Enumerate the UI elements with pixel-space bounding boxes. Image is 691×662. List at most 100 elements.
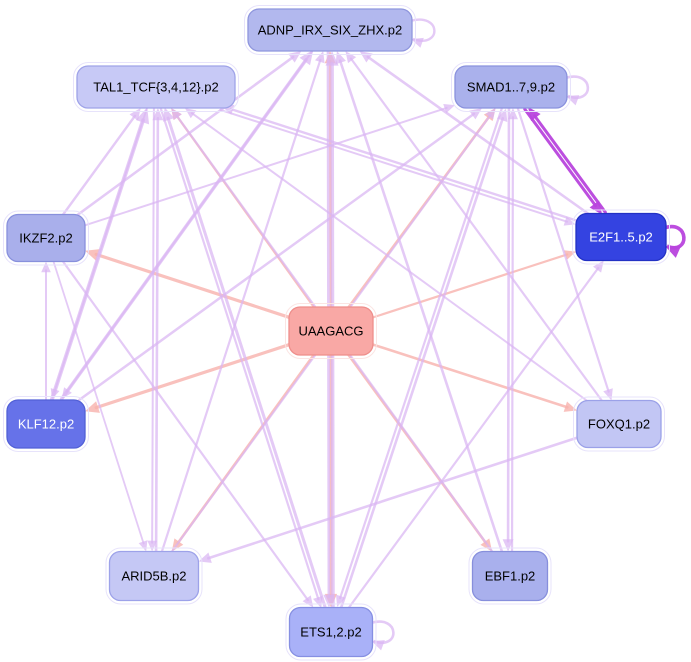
node-box[interactable] bbox=[576, 399, 662, 449]
edge-line bbox=[366, 55, 590, 215]
edge-KLF12-IKZF2 bbox=[41, 261, 51, 401]
edge-SMAD-EBF1 bbox=[502, 106, 514, 552]
node-EBF1[interactable]: EBF1.p2 bbox=[468, 547, 552, 605]
node-outer-ring bbox=[3, 210, 89, 266]
arrowhead-icon bbox=[152, 108, 164, 121]
node-E2F1[interactable]: E2F1..5.p2 bbox=[572, 209, 670, 265]
edge-ETS-TAL1 bbox=[163, 107, 327, 609]
edge-line bbox=[371, 253, 569, 319]
node-ADNP[interactable]: ADNP_IRX_SIX_ZHX.p2 bbox=[244, 5, 416, 55]
node-label: ADNP_IRX_SIX_ZHX.p2 bbox=[258, 23, 403, 38]
edge-UAAGACG-IKZF2 bbox=[85, 249, 291, 319]
edge-line bbox=[61, 260, 309, 602]
node-outer-ring bbox=[451, 62, 571, 112]
self-loop-ADNP bbox=[409, 18, 436, 48]
self-loop-line bbox=[370, 620, 395, 644]
node-box[interactable] bbox=[575, 212, 667, 262]
edge-line bbox=[371, 343, 569, 409]
arrowhead-icon bbox=[61, 387, 72, 399]
node-label: UAAGACG bbox=[298, 324, 363, 339]
node-box[interactable] bbox=[288, 306, 374, 356]
edge-line bbox=[151, 106, 155, 544]
edge-line bbox=[229, 107, 578, 222]
edge-line bbox=[339, 117, 505, 610]
node-outer-ring bbox=[3, 396, 89, 452]
node-box[interactable] bbox=[76, 65, 236, 109]
node-KLF12[interactable]: KLF12.p2 bbox=[3, 396, 89, 452]
edge-line bbox=[94, 252, 291, 319]
node-box[interactable] bbox=[108, 550, 200, 602]
node-box[interactable] bbox=[471, 550, 549, 602]
edge-SMAD-E2F1 bbox=[523, 107, 603, 215]
edge-KLF12-SMAD bbox=[77, 108, 483, 402]
node-label: ARID5B.p2 bbox=[121, 569, 186, 584]
edge-line bbox=[65, 48, 315, 393]
edge-line bbox=[61, 114, 137, 216]
node-IKZF2[interactable]: IKZF2.p2 bbox=[3, 210, 89, 266]
node-label: KLF12.p2 bbox=[18, 417, 74, 432]
node-outer-ring bbox=[573, 396, 665, 452]
arrowhead-icon bbox=[371, 640, 385, 651]
edge-line bbox=[154, 116, 160, 553]
edge-line bbox=[52, 260, 145, 545]
node-box[interactable] bbox=[247, 8, 413, 52]
edge-line bbox=[160, 58, 322, 553]
node-ETS[interactable]: ETS1,2.p2 bbox=[285, 603, 377, 661]
arrowhead-icon bbox=[147, 540, 157, 552]
arrowhead-icon bbox=[345, 51, 357, 64]
node-outer-ring bbox=[244, 5, 416, 55]
edge-EBF1-ADNP bbox=[335, 51, 504, 553]
node-box[interactable] bbox=[288, 606, 374, 658]
node-box[interactable] bbox=[454, 65, 568, 109]
arrowhead-icon bbox=[566, 95, 580, 106]
arrowhead-icon bbox=[163, 107, 175, 122]
edge-line bbox=[506, 106, 511, 543]
edge-line bbox=[159, 107, 320, 601]
edge-TAL1-ETS bbox=[159, 107, 323, 609]
edge-E2F1-SMAD bbox=[528, 106, 607, 214]
node-SMAD[interactable]: SMAD1..7,9.p2 bbox=[451, 62, 571, 112]
edge-line bbox=[94, 343, 291, 410]
edge-line bbox=[510, 116, 515, 553]
arrowhead-icon bbox=[138, 540, 148, 552]
arrowhead-icon bbox=[314, 51, 325, 64]
node-box[interactable] bbox=[6, 399, 86, 449]
edge-line bbox=[166, 116, 327, 609]
self-loop-E2F1 bbox=[663, 224, 686, 258]
node-ARID5B[interactable]: ARID5B.p2 bbox=[105, 547, 203, 605]
arrowhead-icon bbox=[469, 108, 483, 120]
edge-EBF1-SMAD bbox=[507, 108, 518, 553]
node-TAL1[interactable]: TAL1_TCF{3,4,12}.p2 bbox=[73, 62, 239, 112]
edge-FOXQ1-TAL1 bbox=[184, 108, 588, 402]
edge-TAL1-ARID5B bbox=[147, 106, 157, 552]
edge-E2F1-ADNP bbox=[359, 51, 590, 215]
arrowhead-icon bbox=[184, 108, 197, 119]
arrowhead-icon bbox=[603, 388, 613, 401]
arrowhead-icon bbox=[323, 594, 335, 608]
node-label: EBF1.p2 bbox=[485, 569, 536, 584]
arrowhead-icon bbox=[85, 401, 100, 413]
edge-line bbox=[190, 112, 588, 402]
arrowhead-icon bbox=[359, 51, 373, 63]
edge-line bbox=[516, 106, 610, 393]
edge-UAAGACG-FOXQ1 bbox=[371, 343, 577, 412]
node-box[interactable] bbox=[6, 213, 86, 263]
edge-line bbox=[77, 112, 476, 402]
arrowhead-icon bbox=[563, 401, 577, 412]
arrowhead-icon bbox=[507, 108, 518, 120]
self-loop-line bbox=[663, 224, 686, 250]
edge-line bbox=[338, 59, 504, 553]
node-FOXQ1[interactable]: FOXQ1.p2 bbox=[573, 396, 665, 452]
arrowhead-icon bbox=[593, 260, 604, 273]
edge-IKZF2-ARID5B bbox=[52, 260, 148, 552]
edge-line bbox=[533, 114, 607, 214]
node-outer-ring bbox=[73, 62, 239, 112]
node-UAAGACG[interactable]: UAAGACG bbox=[285, 303, 377, 359]
arrowhead-icon bbox=[41, 261, 51, 273]
edge-UAAGACG-E2F1 bbox=[371, 250, 576, 319]
arrowhead-icon bbox=[528, 106, 541, 121]
edge-line bbox=[53, 106, 149, 393]
edge-line bbox=[339, 106, 504, 600]
